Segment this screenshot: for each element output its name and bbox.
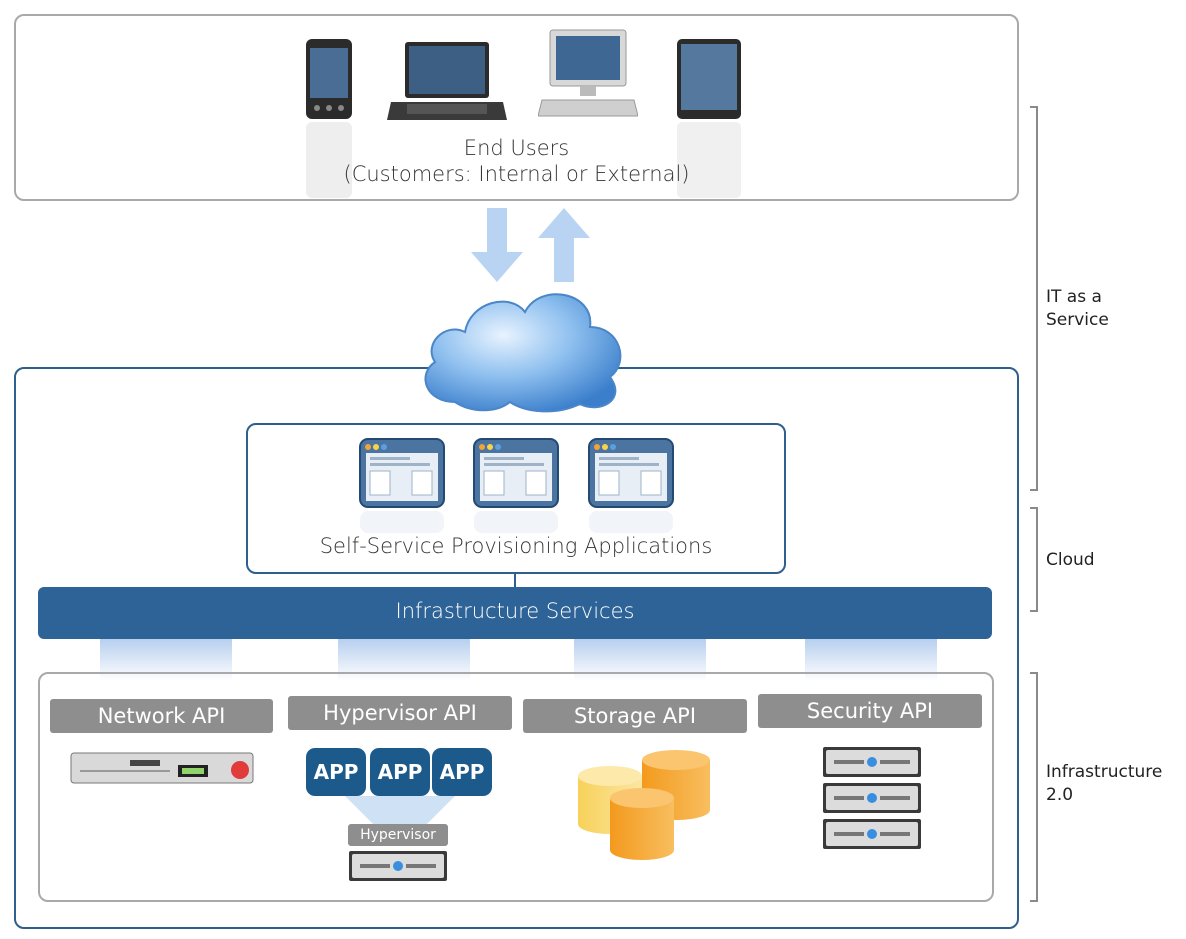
network-api-pill: Network API (50, 699, 273, 733)
self-service-box (246, 423, 786, 574)
hypervisor-api-pill: Hypervisor API (288, 696, 512, 730)
end-users-box (14, 14, 1019, 201)
infrastructure-bracket (1030, 672, 1038, 902)
cloud-icon (415, 282, 633, 416)
end-users-subtitle: (Customers: Internal or External) (343, 162, 690, 186)
desktop-icon (538, 28, 638, 120)
security-api-pill: Security API (758, 694, 982, 728)
browser-window-icon (472, 437, 560, 533)
browser-window-icon (587, 437, 675, 533)
self-service-label: Self-Service Provisioning Applications (319, 534, 713, 558)
laptop-icon (387, 40, 507, 122)
cloud-label: Cloud (1046, 550, 1095, 570)
beam (805, 639, 937, 681)
it-service-label-line1: IT as a (1046, 287, 1102, 307)
app-icon: APP (306, 748, 366, 796)
beam (338, 639, 470, 681)
infrastructure-label-line1: Infrastructure (1046, 762, 1163, 782)
storage-api-pill: Storage API (523, 699, 747, 733)
infrastructure-box (38, 672, 994, 902)
cloud-bracket (1030, 507, 1038, 612)
beam (100, 639, 232, 681)
infrastructure-label-line2: 2.0 (1046, 785, 1074, 805)
network-appliance-icon (70, 752, 254, 786)
down-arrow-icon (471, 208, 523, 282)
infrastructure-services-bar (38, 587, 992, 639)
app-icon: APP (432, 748, 492, 796)
server-icon (348, 850, 448, 884)
it-service-label-line2: Service (1046, 310, 1109, 330)
beam (574, 639, 706, 681)
tablet-icon (676, 38, 742, 198)
app-icon: APP (370, 748, 430, 796)
infrastructure-services-label: Infrastructure Services (395, 599, 635, 623)
end-users-title: End Users (463, 136, 570, 160)
hypervisor-beam (345, 796, 455, 826)
it-service-bracket (1030, 106, 1038, 491)
up-arrow-icon (538, 208, 590, 282)
browser-window-icon (358, 437, 446, 533)
connector-line (514, 574, 516, 588)
storage-cylinder-icon (574, 746, 744, 880)
server-icon (822, 746, 922, 852)
phone-icon (305, 38, 353, 198)
hypervisor-pill: Hypervisor (348, 824, 448, 846)
